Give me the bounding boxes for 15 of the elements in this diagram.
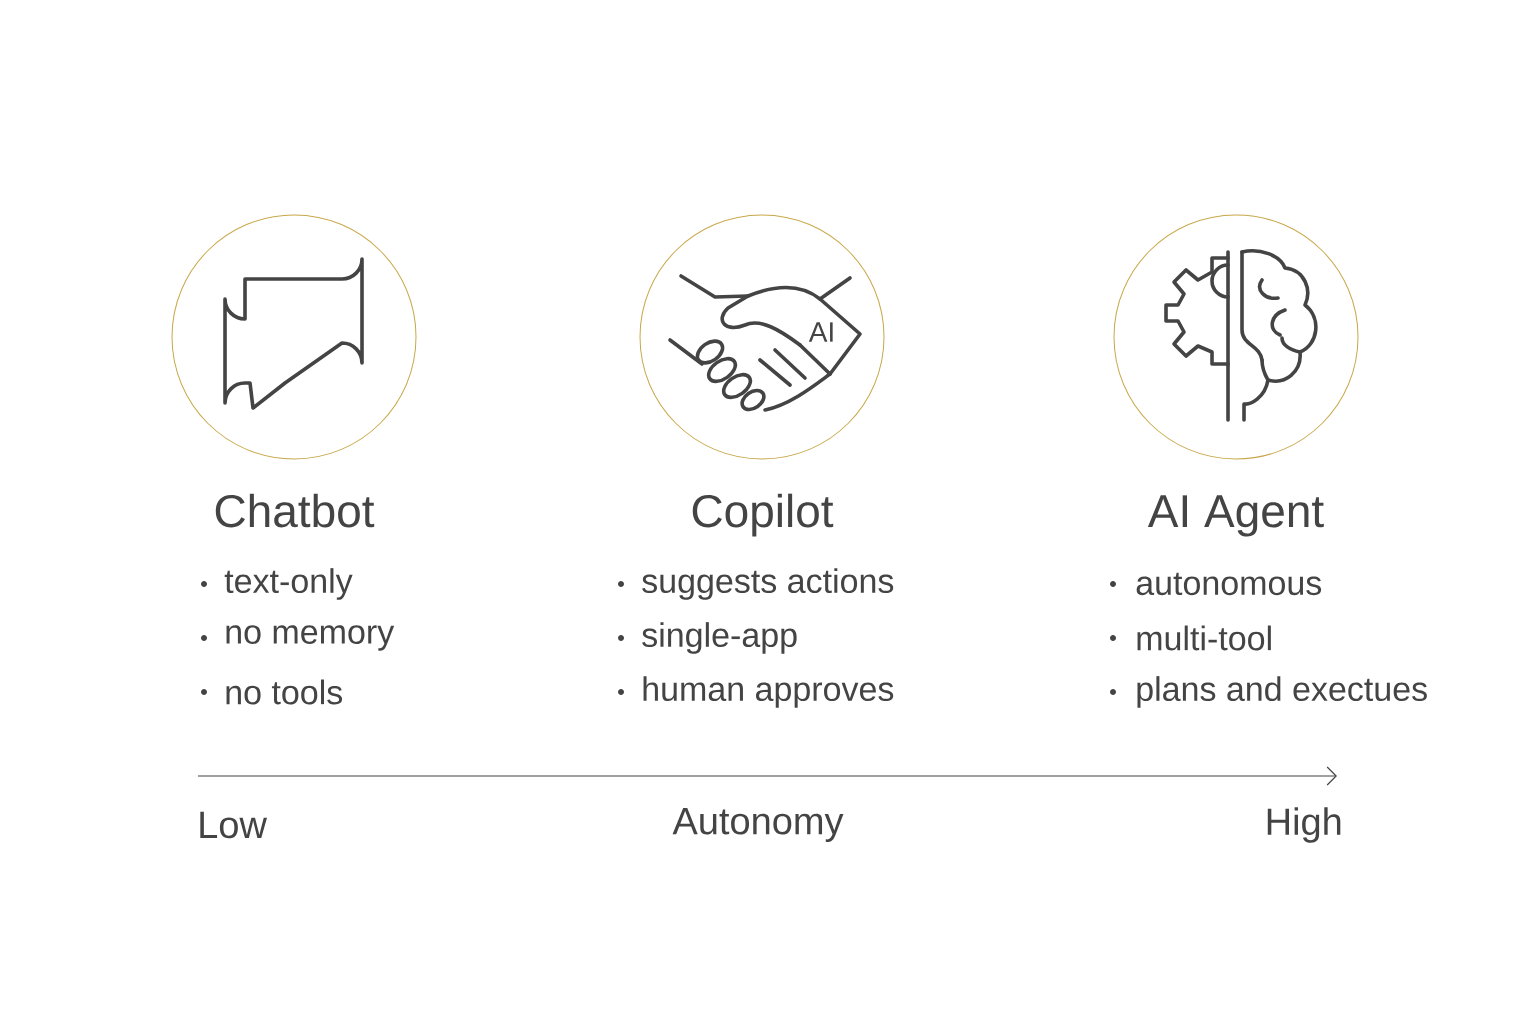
- axis-label: High: [1267, 807, 1341, 843]
- axis-label: Low: [200, 811, 267, 839]
- heading: Chatbot: [215, 493, 375, 528]
- bullet-item: plans and exectues: [1110, 676, 1427, 708]
- bullet-item: autonomous: [1110, 572, 1322, 596]
- heading: Copilot: [692, 493, 834, 537]
- bullet-item: text-only: [201, 568, 353, 600]
- bullet-item: human approves: [618, 676, 894, 708]
- bullet-item: single-app: [618, 622, 797, 654]
- bullet-item: multi-tool: [1110, 625, 1271, 651]
- heading: AI Agent: [1147, 495, 1324, 537]
- bullet-item: suggests actions: [618, 568, 894, 600]
- bullet-item: no memory: [201, 625, 395, 651]
- axis-label: Autonomy: [672, 808, 844, 842]
- bullet-item: no tools: [201, 679, 342, 705]
